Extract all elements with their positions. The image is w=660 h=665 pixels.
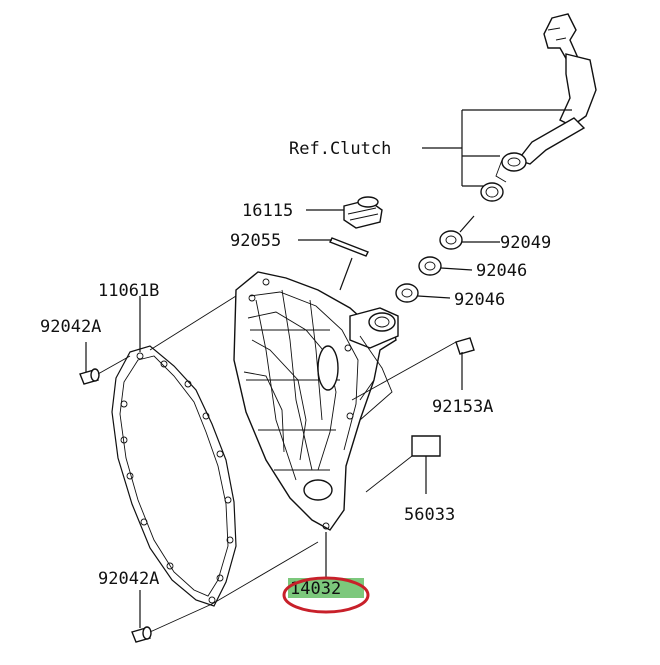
ref-clutch-label: Ref.Clutch [289, 139, 391, 159]
bearing-upper-part [418, 256, 473, 276]
alignment-line-top [149, 295, 237, 351]
part-number-56033: 56033 [404, 505, 455, 525]
label-plate-part [365, 435, 441, 494]
cap-part [306, 196, 383, 229]
part-number-11061b: 11061B [98, 281, 159, 301]
highlight-label-fill [288, 578, 364, 598]
alignment-line-bottom [211, 541, 319, 605]
dowel-pin-top-part [79, 342, 131, 385]
part-number-92049: 92049 [500, 233, 551, 253]
clip-part [298, 237, 369, 257]
oil-seal-part [439, 215, 500, 250]
clutch-release-lever [516, 13, 597, 165]
part-number-16115: 16115 [242, 201, 293, 221]
part-number-92042a-bottom: 92042A [98, 569, 159, 589]
washer [480, 182, 504, 202]
part-number-92046-lower: 92046 [454, 290, 505, 310]
part-number-92046-upper: 92046 [476, 261, 527, 281]
gasket-part [111, 345, 237, 607]
ref-clutch-bracket [422, 109, 572, 187]
part-number-92055: 92055 [230, 231, 281, 251]
bolt-part [351, 337, 475, 401]
bearing-lower-part [395, 283, 451, 303]
part-number-92153a: 92153A [432, 397, 493, 417]
part-number-92042a-top: 92042A [40, 317, 101, 337]
clutch-cover-part [233, 271, 399, 531]
leader-clip [339, 257, 353, 291]
highlight-ring [282, 576, 370, 614]
dowel-pin-bottom-part [131, 590, 213, 643]
return-spring [495, 152, 527, 183]
part-number-14032: 14032 [290, 579, 341, 599]
